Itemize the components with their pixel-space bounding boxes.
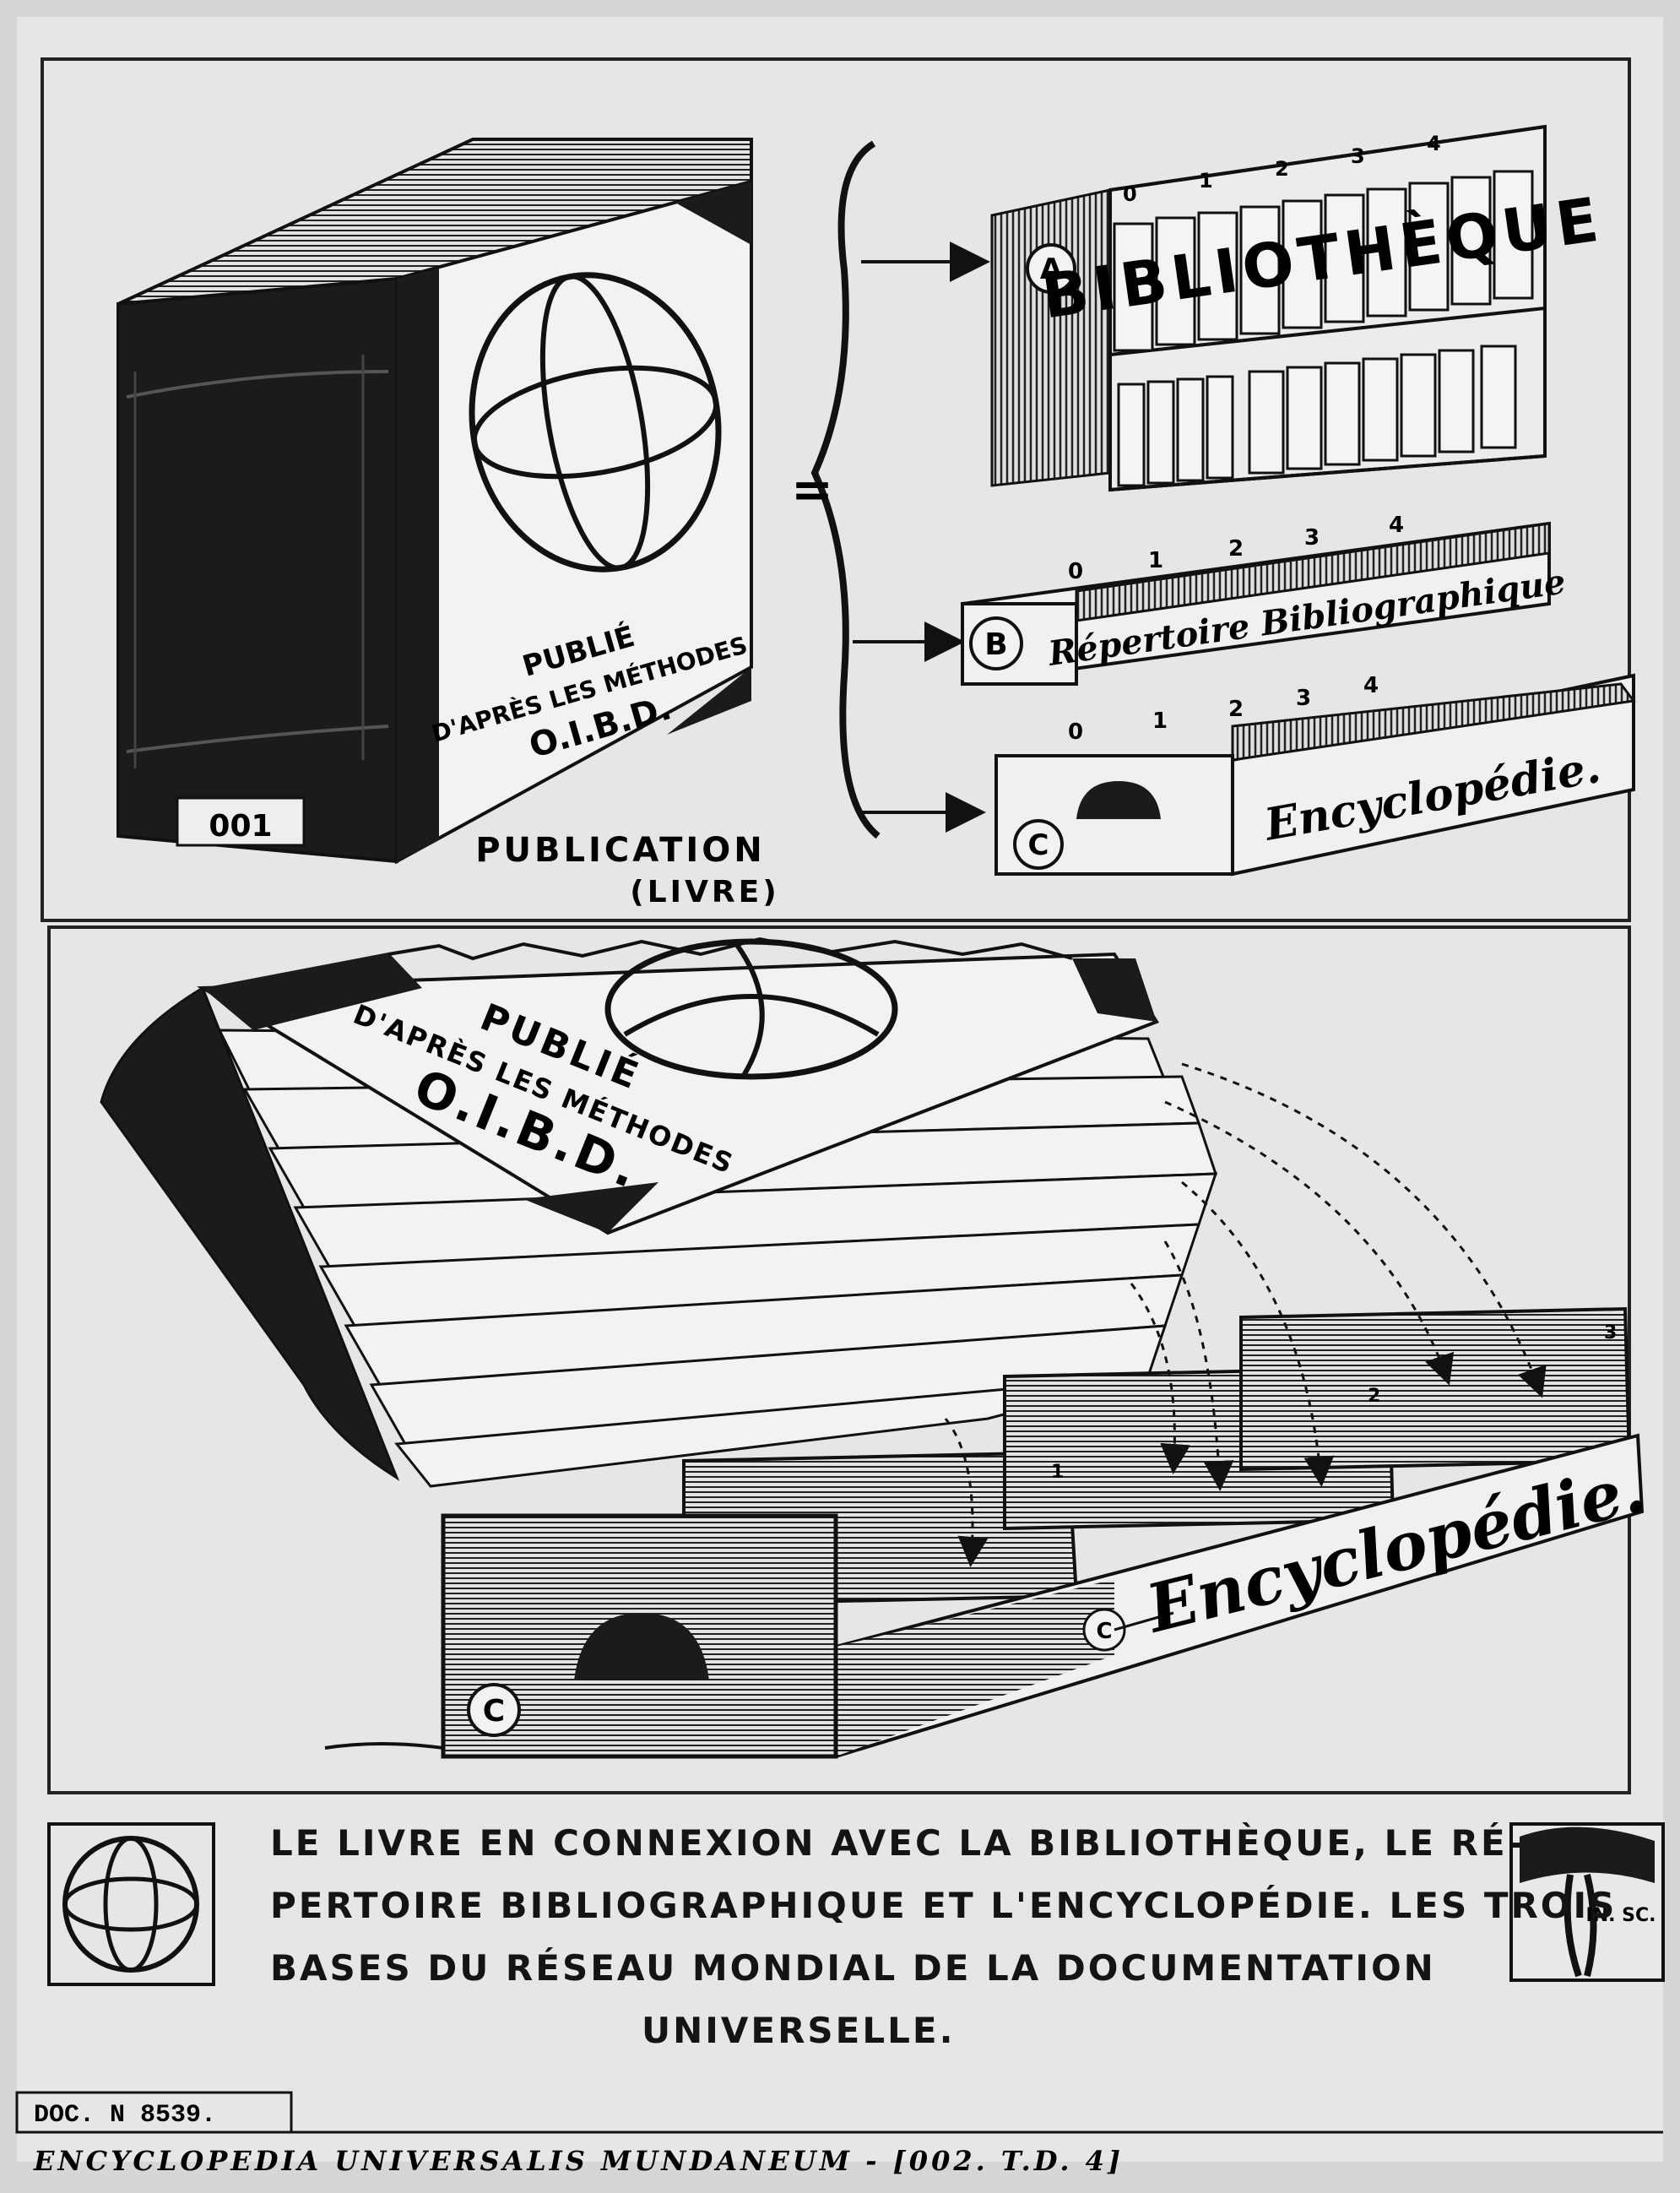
drawer-letter-c: C [483,1694,505,1729]
svg-text:4: 4 [1389,513,1404,538]
caption-line-4: UNIVERSELLE. [642,2010,1064,2051]
svg-text:2: 2 [1368,1386,1380,1407]
svg-text:2: 2 [1275,157,1289,181]
svg-text:3: 3 [1304,525,1320,551]
spine-number: 001 [209,809,272,844]
series-line: ENCYCLOPEDIA UNIVERSALIS MUNDANEUM - [00… [33,2145,1124,2177]
letter-c-top: C [1028,828,1049,862]
publication-sub: (LIVRE) [630,875,779,909]
publication-label: PUBLICATION [475,831,766,870]
caption-line-1: LE LIVRE EN CONNEXION AVEC LA BIBLIOTHÈQ… [270,1822,1486,1864]
svg-text:0: 0 [1123,182,1137,206]
svg-text:3: 3 [1351,144,1365,168]
svg-text:2: 2 [1228,697,1244,722]
doc-number: DOC. N 8539. [34,2101,216,2130]
side-letter-c: C [1096,1619,1112,1644]
svg-text:3: 3 [1296,686,1311,711]
svg-text:4: 4 [1427,132,1441,155]
svg-text:1: 1 [1152,708,1168,734]
svg-text:0: 0 [1068,719,1083,745]
svg-text:2: 2 [1228,536,1244,562]
svg-text:1: 1 [1199,169,1213,193]
svg-text:3: 3 [1604,1322,1617,1343]
svg-text:1: 1 [1148,548,1163,573]
svg-text:0: 0 [1068,559,1083,584]
equals-sign: = [791,460,833,519]
letter-b: B [984,627,1007,662]
caption-line-3: BASES DU RÉSEAU MONDIAL DE LA DOCUMENTAT… [270,1947,1486,1989]
svg-text:1: 1 [1051,1462,1064,1483]
svg-text:4: 4 [1363,673,1379,698]
caption-line-2: PERTOIRE BIBLIOGRAPHIQUE ET L'ENCYCLOPÉD… [270,1885,1486,1926]
